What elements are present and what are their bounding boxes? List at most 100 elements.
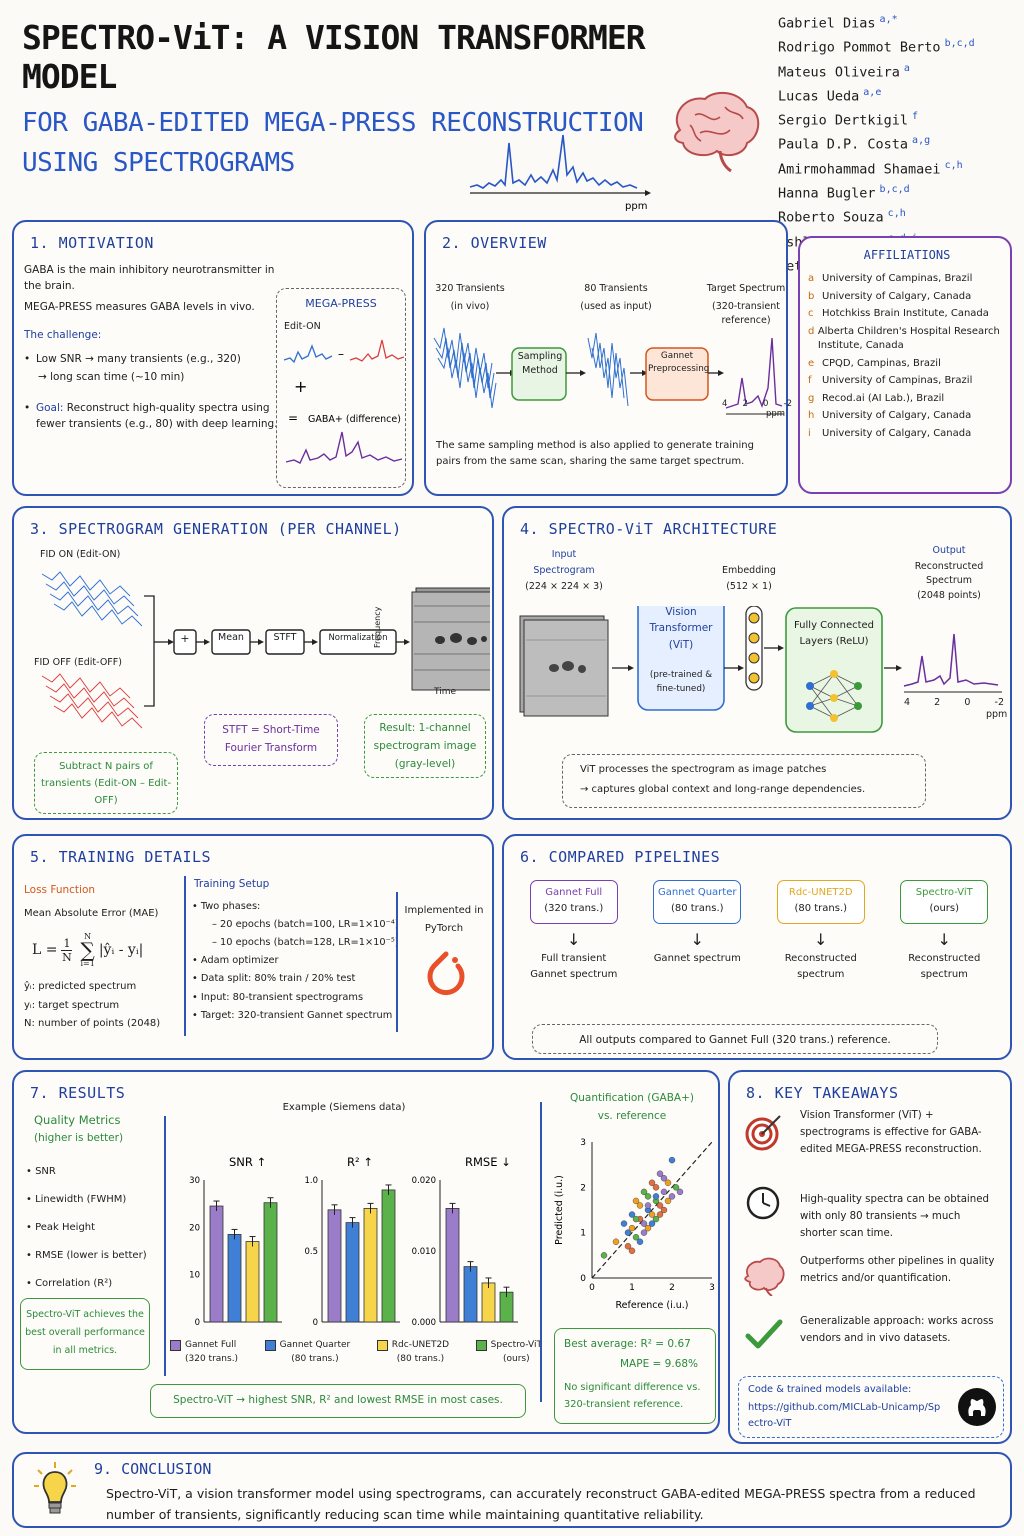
fid-off-label: FID OFF (Edit-OFF)	[34, 657, 122, 668]
header-ppm-label: ppm	[625, 201, 647, 212]
author-name: Mateus Oliveira	[778, 64, 900, 81]
setup-item: • Two phases:	[192, 901, 261, 912]
author-name: Roberto Souza	[778, 209, 884, 226]
mean-box: Mean	[218, 632, 244, 643]
scatter-point	[644, 1224, 652, 1232]
pipeline-sub: (80 trans.)	[794, 903, 848, 914]
mape-value: MAPE = 9.68%	[620, 1358, 699, 1370]
best-note: Spectro-ViT achieves the best overall pe…	[25, 1309, 145, 1357]
megapress-title: MEGA-PRESS	[305, 297, 377, 310]
author-affiliation-sup: a,g	[912, 135, 931, 147]
affiliation-text: University of Calgary, Canada	[822, 410, 972, 421]
legend-sub: (80 trans.)	[396, 1354, 445, 1365]
architecture-panel: 4. SPECTRO-ViT ARCHITECTURE Input Spectr…	[502, 506, 1012, 820]
megapress-box	[276, 288, 406, 488]
arch-ppm: ppm	[986, 709, 1008, 720]
takeaway-1: Vision Transformer (ViT) + spectrograms …	[800, 1110, 982, 1155]
training-divider	[184, 876, 186, 1036]
bar-chart-title: RMSE ↓	[465, 1155, 511, 1169]
vit-label: Vision Transformer (ViT)	[649, 606, 713, 651]
arch-note-box	[562, 754, 926, 808]
author-affiliation-sup: c,h	[944, 159, 963, 171]
affiliation-text: Alberta Children's Hospital Research Ins…	[817, 325, 1000, 352]
pipeline-name: Spectro-ViT	[915, 887, 973, 898]
impl-label: Implemented in PyTorch	[404, 905, 484, 934]
legend-item: Rdc-UNET2D (80 trans.)	[376, 1338, 450, 1372]
legend-name: Rdc-UNET2D	[391, 1340, 450, 1350]
legend-sub: (80 trans.)	[291, 1354, 339, 1365]
metric-item: • Linewidth (FWHM)	[26, 1194, 127, 1205]
metric-item: • RMSE (lower is better)	[26, 1250, 147, 1261]
setup-item: • Target: 320-transient Gannet spectrum	[192, 1009, 393, 1021]
github-icon[interactable]	[956, 1386, 998, 1428]
author-name: Gabriel Dias	[778, 15, 876, 32]
pipeline-output: Gannet spectrum	[653, 953, 741, 964]
author-affiliation-sup: a,e	[863, 86, 882, 98]
bar-mark	[481, 1282, 496, 1323]
scatter-point	[672, 1184, 680, 1191]
bar-y-tick-label: 10	[189, 1271, 200, 1281]
overview-tick: 4	[722, 399, 728, 409]
code-url-link[interactable]: https://github.com/MICLab-Unicamp/Spectr…	[748, 1402, 941, 1429]
output-sub: Reconstructed Spectrum	[914, 560, 984, 586]
lightbulb-icon	[34, 1462, 76, 1514]
scatter-point	[644, 1202, 652, 1209]
setup-item: • Data split: 80% train / 20% test	[192, 973, 356, 985]
scatter-point	[600, 1252, 608, 1259]
gannet-preprocessing-box: Gannet Preprocessing	[648, 351, 710, 374]
loss-name: Mean Absolute Error (MAE)	[24, 908, 159, 919]
def-target: yᵢ: target spectrum	[24, 999, 120, 1011]
pipeline-output: Full transient Gannet spectrum	[530, 953, 618, 980]
scatter-point	[628, 1247, 636, 1255]
scatter-point	[668, 1193, 676, 1200]
bar-y-tick-label: 0.020	[412, 1176, 436, 1186]
overview-tick: 2	[742, 399, 748, 409]
scatter-y-tick: 3	[580, 1138, 586, 1148]
goal-text: Reconstruct high-quality spectra using f…	[36, 401, 278, 430]
architecture-title: 4. SPECTRO-ViT ARCHITECTURE	[520, 520, 778, 538]
scatter-point	[632, 1233, 640, 1241]
overview-tick: 0	[763, 399, 769, 409]
affiliation-letter: e	[808, 357, 815, 369]
legend-name: Gannet Full	[185, 1340, 237, 1350]
eq-den: N	[62, 950, 72, 964]
eq-sum-top: N	[84, 932, 92, 941]
overview-title: 2. OVERVIEW	[442, 234, 547, 252]
title-line-1: SPECTRO-ViT: A VISION TRANSFORMER MODEL	[22, 18, 646, 96]
vit-sub: (pre-trained & fine-tuned)	[649, 670, 713, 695]
pipeline-name: Rdc-UNET2D	[788, 887, 853, 898]
author-name: Lucas Ueda	[778, 88, 860, 105]
result-note: Result: 1-channel spectrogram image (gra…	[373, 722, 477, 770]
motivation-p2: MEGA-PRESS measures GABA levels in vivo.	[24, 300, 255, 313]
scatter-point	[640, 1220, 648, 1227]
scatter-x-label: Reference (i.u.)	[616, 1300, 689, 1311]
eq-lhs: L =	[32, 942, 58, 958]
bar-y-tick-label: 0.000	[412, 1318, 436, 1328]
legend-item: Spectro-ViT(ours)	[475, 1338, 542, 1372]
checkmark-icon	[745, 1319, 783, 1349]
setup-item: • Input: 80-transient spectrograms	[192, 991, 364, 1003]
megapress-diagram: – + = GABA+ (difference)	[283, 339, 405, 464]
training-title: 5. TRAINING DETAILS	[30, 848, 212, 866]
arch-tick: 4	[904, 697, 911, 708]
affiliation-letter: a	[808, 273, 815, 284]
conclusion-text: Spectro-ViT, a vision transformer model …	[106, 1486, 976, 1522]
scatter-x-tick: 1	[629, 1283, 635, 1293]
scatter-point	[656, 1170, 664, 1177]
scatter-x-tick: 0	[589, 1283, 595, 1293]
scatter-point	[640, 1188, 648, 1196]
overview-320-sub: (in vivo)	[450, 300, 490, 312]
stft-box: STFT	[273, 632, 297, 643]
bar-mark	[327, 1209, 342, 1323]
setup-item: – 20 epochs (batch=100, LR=1×10⁻⁴)	[212, 919, 399, 931]
affiliation-text: Recod.ai (AI Lab.), Brazil	[822, 392, 945, 404]
summary-note: Spectro-ViT → highest SNR, R² and lowest…	[173, 1394, 503, 1406]
